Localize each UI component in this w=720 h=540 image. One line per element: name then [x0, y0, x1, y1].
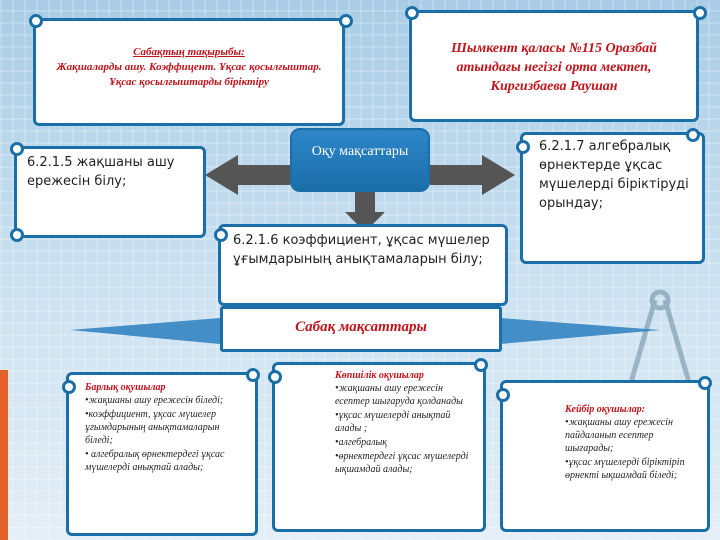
objective-bottom-box: 6.2.1.6 коэффициент, ұқсас мүшелер ұғымд… [218, 224, 508, 306]
objective-right-box: 6.2.1.7 алгебралық өрнектерде ұқсас мүше… [520, 132, 705, 264]
author-box: Шымкент қаласы №115 Оразбай атындағы нег… [409, 10, 699, 122]
arrow-down-icon [345, 192, 385, 232]
topic-heading: Сабақтың тақырыбы: [133, 46, 245, 58]
learning-objectives-text: Оқу мақсаттары [311, 144, 409, 159]
arrow-left-icon [205, 155, 290, 195]
author-text: Шымкент қаласы №115 Оразбай атындағы нег… [451, 41, 657, 94]
some-students-heading: Кейбір оқушылар: [565, 404, 646, 415]
list-item: •өрнектердегі ұқсас мүшелерді ықшамдай а… [335, 451, 469, 475]
list-item: •жақшаны ашу ережесін біледі; [85, 395, 224, 406]
scroll-curl-icon [339, 14, 353, 28]
list-item: •ұқсас мүшелерді анықтай алады ; [335, 410, 451, 434]
scroll-curl-icon [698, 376, 712, 390]
scroll-curl-icon [405, 6, 419, 20]
most-students-heading: Көпшілік оқушылар [335, 370, 424, 381]
some-students-list: •жақшаны ашу ережесін пайдаланып есептер… [565, 416, 701, 482]
scroll-curl-icon [496, 388, 510, 402]
objective-left-text: 6.2.1.5 жақшаны ашу ережесін білу; [27, 155, 175, 189]
all-students-list: •жақшаны ашу ережесін біледі; •коэффицие… [85, 394, 249, 474]
list-item: •коэффициент, ұқсас мүшелер ұғымдарының … [85, 409, 220, 446]
most-students-box: Көпшілік оқушылар •жақшаны ашу ережесін … [272, 362, 486, 532]
scroll-curl-icon [29, 14, 43, 28]
learning-objectives-label: Оқу мақсаттары [290, 128, 430, 192]
scroll-curl-icon [693, 6, 707, 20]
all-students-heading: Барлық оқушылар [85, 382, 166, 393]
list-item: •ұқсас мүшелерді біріктіріп өрнекті ықша… [565, 457, 685, 481]
lesson-goals-text: Сабақ мақсаттары [295, 319, 427, 335]
scroll-curl-icon [214, 228, 228, 242]
list-item: •жақшаны ашу ережесін пайдаланып есептер… [565, 417, 673, 454]
list-item: •жақшаны ашу ережесін есептер шығаруда қ… [335, 383, 463, 407]
some-students-box: Кейбір оқушылар: •жақшаны ашу ережесін п… [500, 380, 710, 532]
lesson-goals-box: Сабақ мақсаттары [220, 306, 502, 352]
arrow-right-icon [430, 155, 515, 195]
scroll-curl-icon [62, 380, 76, 394]
scroll-curl-icon [686, 128, 700, 142]
scroll-curl-icon [516, 140, 530, 154]
list-item: •алгебралық [335, 437, 387, 448]
most-students-list: •жақшаны ашу ережесін есептер шығаруда қ… [335, 382, 477, 476]
scroll-curl-icon [268, 370, 282, 384]
topic-text: Жақшаларды ашу. Коэффицент. Ұқсас қосылғ… [56, 61, 322, 88]
scroll-curl-icon [10, 142, 24, 156]
scroll-curl-icon [246, 368, 260, 382]
objective-left-box: 6.2.1.5 жақшаны ашу ережесін білу; [14, 146, 206, 238]
list-item: • алгебралық өрнектердегі ұқсас мүшелерд… [85, 449, 225, 473]
all-students-box: Барлық оқушылар •жақшаны ашу ережесін бі… [66, 372, 258, 536]
objective-right-text: 6.2.1.7 алгебралық өрнектерде ұқсас мүше… [539, 139, 689, 211]
topic-box: Сабақтың тақырыбы: Жақшаларды ашу. Коэфф… [33, 18, 345, 126]
objective-bottom-text: 6.2.1.6 коэффициент, ұқсас мүшелер ұғымд… [233, 233, 490, 267]
scroll-curl-icon [10, 228, 24, 242]
scroll-curl-icon [474, 358, 488, 372]
